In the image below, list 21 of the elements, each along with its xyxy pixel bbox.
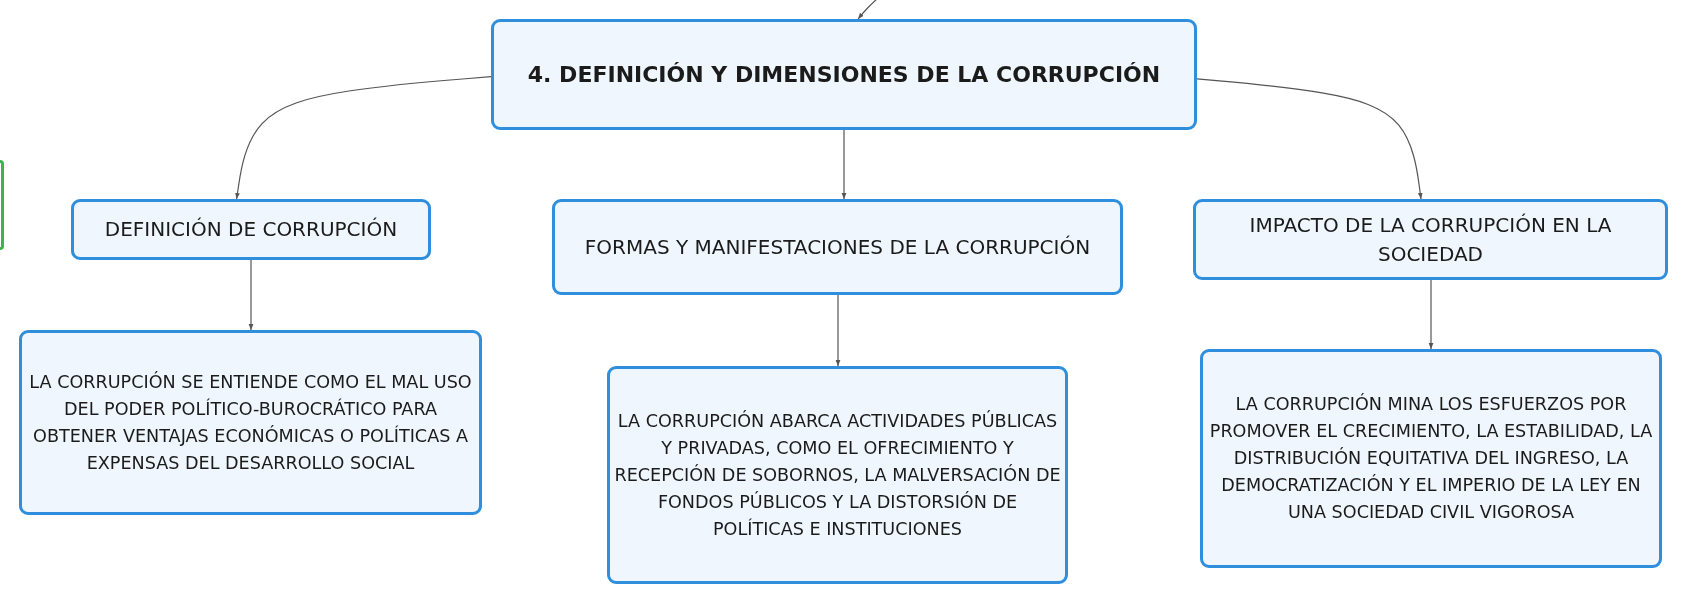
topic-label: FORMAS Y MANIFESTACIONES DE LA CORRUPCIÓN [584,233,1091,261]
connector-arrow [841,129,847,200]
topic-label: IMPACTO DE LA CORRUPCIÓN EN LA SOCIEDAD [1248,211,1613,268]
connector-arrow [1428,279,1434,350]
connector-arrow [835,294,841,367]
connector-arrow [248,259,254,331]
subtopic-box [1193,199,1668,280]
main-topic-box [491,19,1197,130]
description-text: LA CORRUPCIÓN SE ENTIENDE COMO EL MAL USO DEL PODER POLÍTICO-BUROCRÁTICO PARA OBTENER VENTAJAS ECONÓMICAS O POLÍTICAS A EXPENSAS DEL DESARROLLO SOCIAL [28,370,473,475]
connector-arrow [235,76,492,200]
description-text: LA CORRUPCIÓN MINA LOS ESFUERZOS POR PROMOVER EL CRECIMIENTO, LA ESTABILIDAD, LA DISTRIBUCIÓN EQUITATIVA DEL INGRESO, LA DEMOCRATIZACIÓN Y EL IMPERIO DE LA LEY EN UNA SOCIEDAD CIVIL VIGOROSA [1208,392,1654,524]
subtopic-box [71,199,431,260]
connector-arrow [1196,78,1423,200]
subtopic-box [552,199,1123,295]
topic-label: DEFINICIÓN DE CORRUPCIÓN [104,216,398,243]
description-box [1200,349,1662,568]
description-text: LA CORRUPCIÓN ABARCA ACTIVIDADES PÚBLICAS Y PRIVADAS, COMO EL OFRECIMIENTO Y RECEPCIÓN DE SOBORNOS, LA MALVERSACIÓN DE FONDOS PÚBLICOS Y LA DISTORSIÓN DE POLÍTICAS E INSTITUCIONES [614,409,1061,541]
description-box [607,366,1068,584]
description-box [19,330,482,515]
topic-label: 4. DEFINICIÓN Y DIMENSIONES DE LA CORRUPCIÓN [527,60,1161,89]
partial-box [0,160,4,250]
